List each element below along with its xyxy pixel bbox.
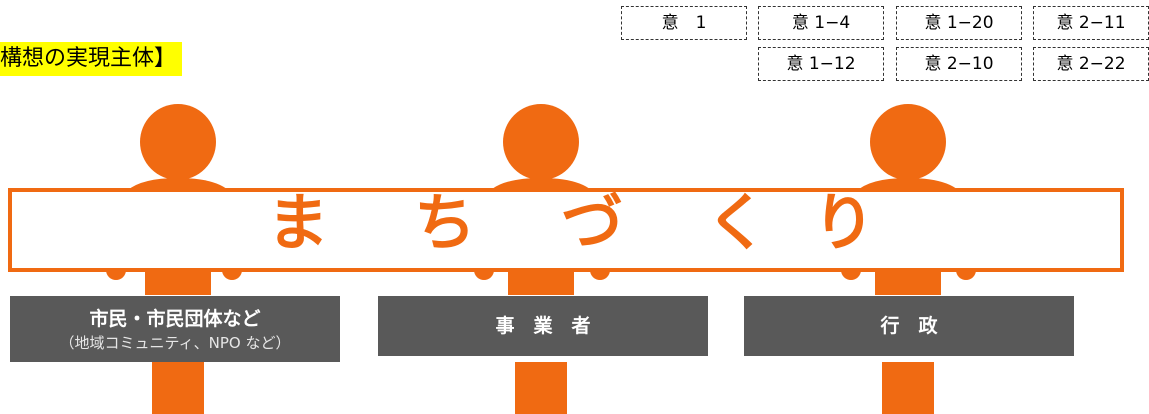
actor-label-businesses: 事 業 者 [378, 296, 708, 356]
actor-label-text: 行 政 [880, 315, 938, 337]
banner-char: り [813, 186, 876, 259]
banner-char: く [706, 186, 769, 259]
reference-tag: 意 2−11 [1033, 6, 1149, 40]
reference-tag: 意 2−22 [1033, 47, 1149, 81]
section-title: 構想の実現主体】 [0, 42, 183, 76]
reference-tag: 意 1−20 [896, 6, 1022, 40]
reference-tag: 意 1−12 [758, 47, 884, 81]
actor-label-citizens: 市民・市民団体など （地域コミュニティ、NPO など） [10, 296, 340, 362]
banner-text: ま ち づ く り [0, 188, 1149, 258]
reference-tag: 意 1−4 [758, 6, 884, 40]
reference-tag: 意 1 [621, 6, 747, 40]
actor-label-subtext: （地域コミュニティ、NPO など） [59, 334, 291, 352]
person-figure [106, 104, 242, 414]
actor-label-government: 行 政 [744, 296, 1074, 356]
banner-char: づ [561, 186, 624, 259]
reference-tag: 意 2−10 [896, 47, 1022, 81]
banner-frame [8, 188, 1124, 272]
banner-char: ち [414, 186, 477, 259]
actor-label-text: 市民・市民団体など [89, 308, 261, 330]
actor-label-text: 事 業 者 [495, 315, 591, 337]
banner-char: ま [267, 186, 330, 259]
